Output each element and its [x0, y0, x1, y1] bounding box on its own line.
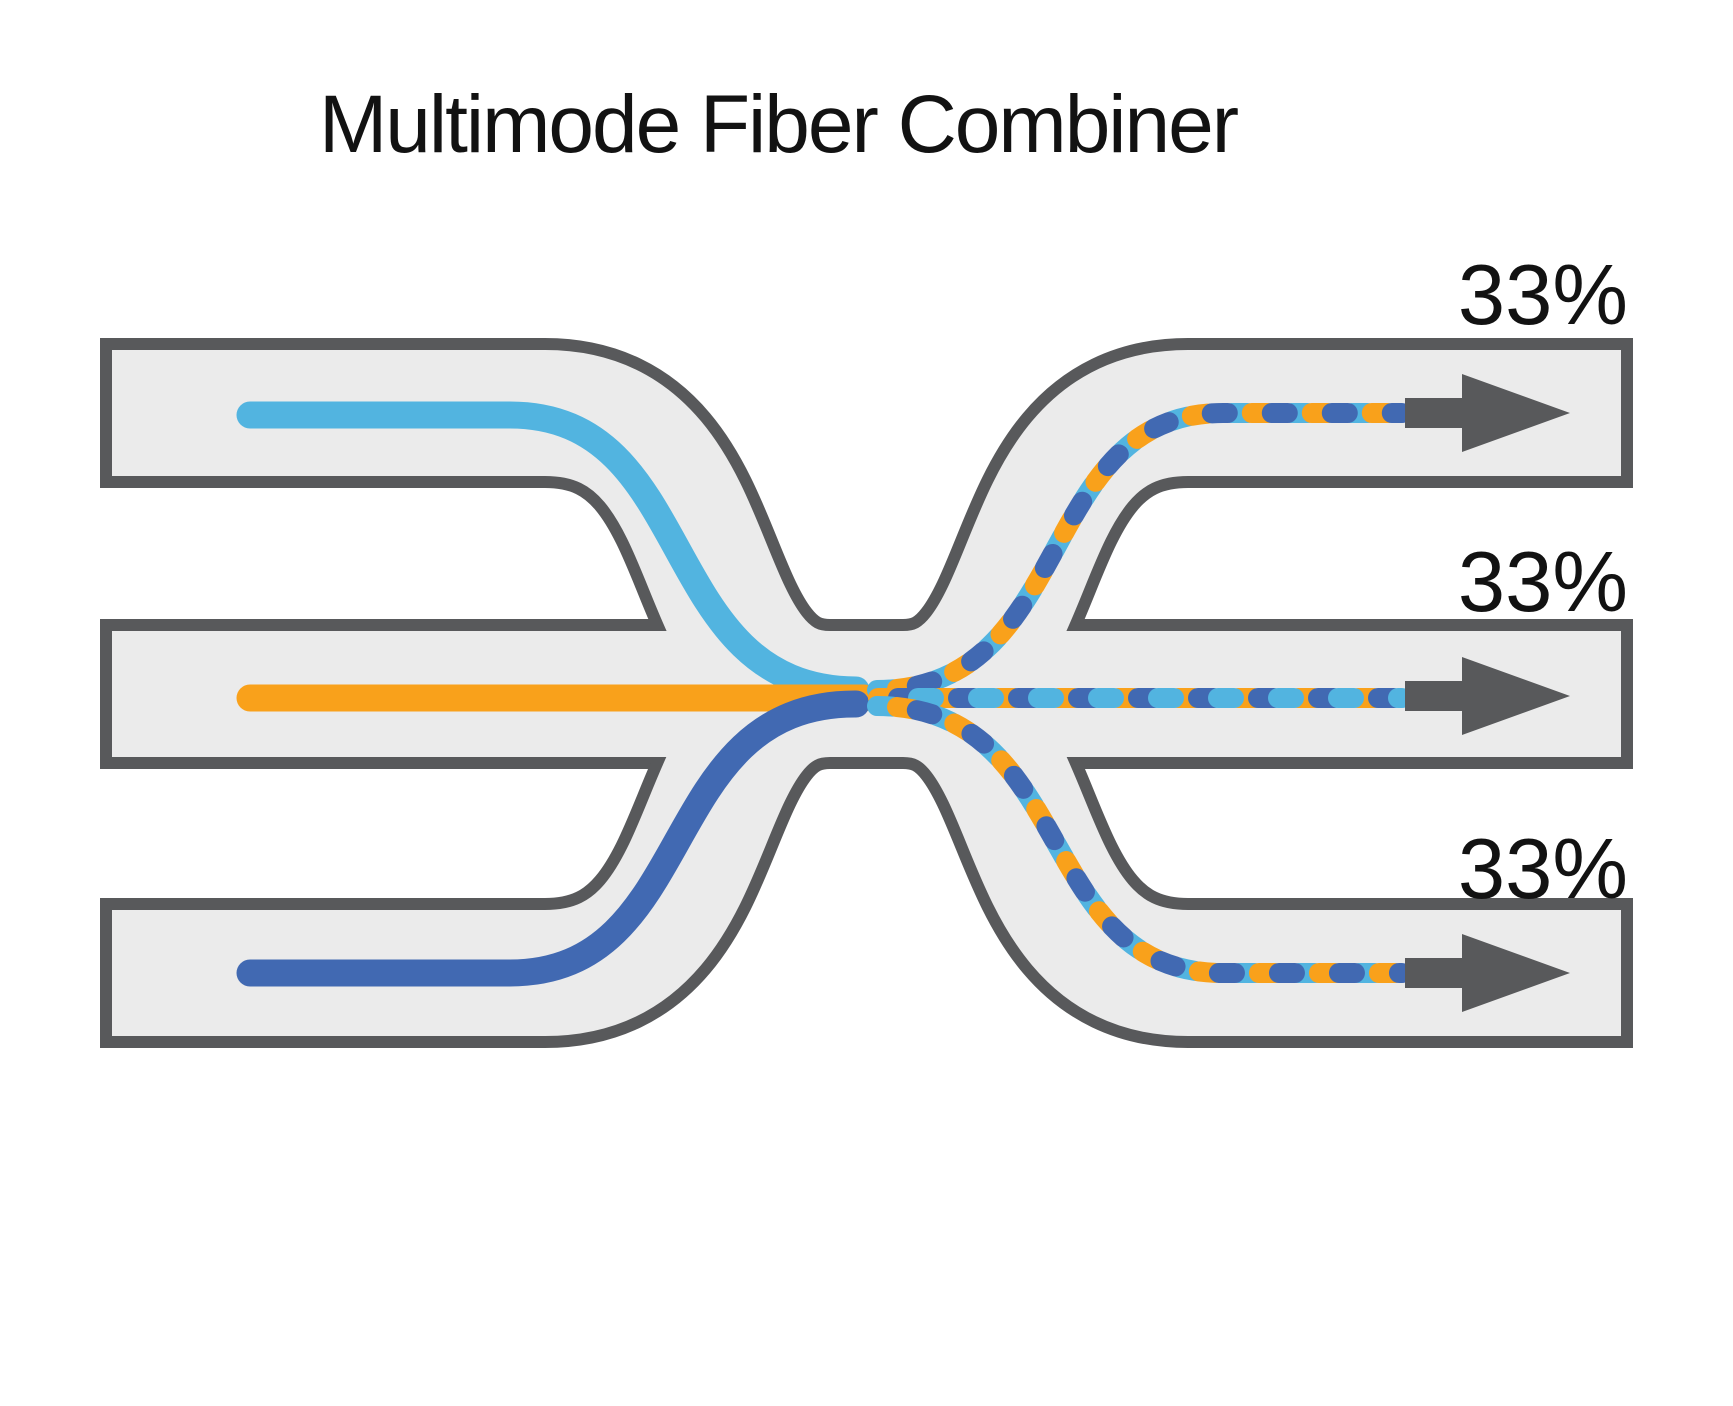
output-dash-bottom-darkblue: [867, 696, 1412, 983]
arrow-right-icon-top: [1405, 374, 1570, 452]
arrow-right-icon-middle: [1405, 657, 1570, 735]
output-dashed-top: [867, 403, 1412, 700]
output-labels: 33% 33% 33%: [1458, 248, 1628, 917]
output-dash-top-orange: [867, 403, 1412, 700]
output-dash-top-darkblue: [867, 403, 1412, 700]
output-dashed-bottom: [867, 696, 1412, 983]
output-label-bottom: 33%: [1458, 822, 1628, 917]
output-dash-bottom-orange: [867, 696, 1412, 983]
arrow-right-icon-bottom: [1405, 934, 1570, 1012]
input-fibers: [236, 401, 878, 987]
input-fiber-top-line: [236, 401, 870, 704]
output-label-top: 33%: [1458, 248, 1628, 343]
output-label-middle: 33%: [1458, 535, 1628, 630]
output-arrows: [1405, 374, 1570, 1012]
diagram-title: Multimode Fiber Combiner: [319, 79, 1238, 170]
input-fiber-bottom-line: [236, 690, 870, 987]
